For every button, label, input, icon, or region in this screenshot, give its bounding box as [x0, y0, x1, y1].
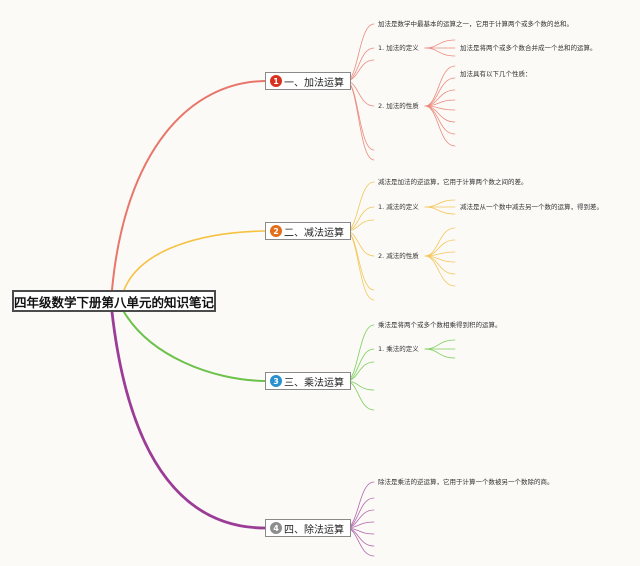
connector-subtraction-def-0 [424, 199, 456, 208]
addition-properties-label[interactable]: 2. 加法的性质 [378, 102, 419, 110]
connector-root-division [110, 310, 267, 530]
branch-label: 二、减法运算 [284, 227, 344, 239]
root-title: 四年级数学下册第八单元的知识笔记 [14, 294, 215, 310]
subtraction-intro: 减法是加法的逆运算，它用于计算两个数之间的差。 [378, 178, 528, 186]
connector-multiplication-def-2 [424, 348, 456, 359]
addition-intro: 加法是数学中最基本的运算之一，它用于计算两个或多个数的总和。 [378, 20, 573, 28]
connector-subtraction-prop-0 [424, 227, 456, 257]
number-badge-3: 3 [270, 375, 282, 387]
addition-properties-text: 加法具有以下几个性质： [460, 70, 532, 78]
branch-multiplication[interactable]: 3 三、乘法运算 [265, 372, 351, 390]
root-topic[interactable]: 四年级数学下册第八单元的知识笔记 [12, 290, 216, 312]
connector-root-addition [111, 80, 266, 291]
connector-subtraction-prop-5 [424, 255, 456, 287]
connector-subtraction-prop-2 [424, 251, 456, 257]
connector-root-multiplication [123, 311, 266, 382]
branch-label: 一、加法运算 [284, 77, 344, 89]
connector-addition-prop-7 [424, 105, 456, 147]
connector-addition-def-0 [424, 39, 456, 49]
division-intro: 除法是乘法的逆运算，它用于计算一个数被另一个数除的商。 [378, 478, 554, 486]
connector-multiplication-def-0 [424, 339, 456, 350]
connector-addition-prop-0 [424, 65, 456, 107]
connector-addition-def-2 [424, 47, 456, 57]
multiplication-intro: 乘法是将两个或多个数相乘得到积的运算。 [378, 321, 502, 329]
connector-subtraction-prop-4 [424, 255, 456, 275]
branch-label: 四、除法运算 [284, 524, 344, 536]
number-badge-1: 1 [270, 75, 282, 87]
subtraction-properties-label[interactable]: 2. 减法的性质 [378, 252, 419, 260]
connector-addition-prop-1 [424, 77, 456, 107]
branch-label: 三、乘法运算 [284, 377, 344, 389]
addition-definition-text: 加法是将两个或多个数合并成一个总和的运算。 [460, 44, 597, 52]
number-badge-4: 4 [270, 522, 282, 534]
connector-root-subtraction [123, 230, 266, 291]
connector-addition-prop-2 [424, 89, 456, 107]
subtraction-definition-text: 减法是从一个数中减去另一个数的运算，得到差。 [460, 203, 603, 211]
connector-addition-4 [345, 80, 375, 151]
number-badge-2: 2 [270, 225, 282, 237]
branch-addition[interactable]: 1 一、加法运算 [265, 72, 351, 90]
branch-division[interactable]: 4 四、除法运算 [265, 519, 351, 537]
connector-subtraction-def-2 [424, 206, 456, 215]
branch-subtraction[interactable]: 2 二、减法运算 [265, 222, 351, 240]
multiplication-definition-label[interactable]: 1. 乘法的定义 [378, 345, 419, 353]
addition-definition-label[interactable]: 1. 加法的定义 [378, 44, 419, 52]
subtraction-definition-label[interactable]: 1. 减法的定义 [378, 203, 419, 211]
